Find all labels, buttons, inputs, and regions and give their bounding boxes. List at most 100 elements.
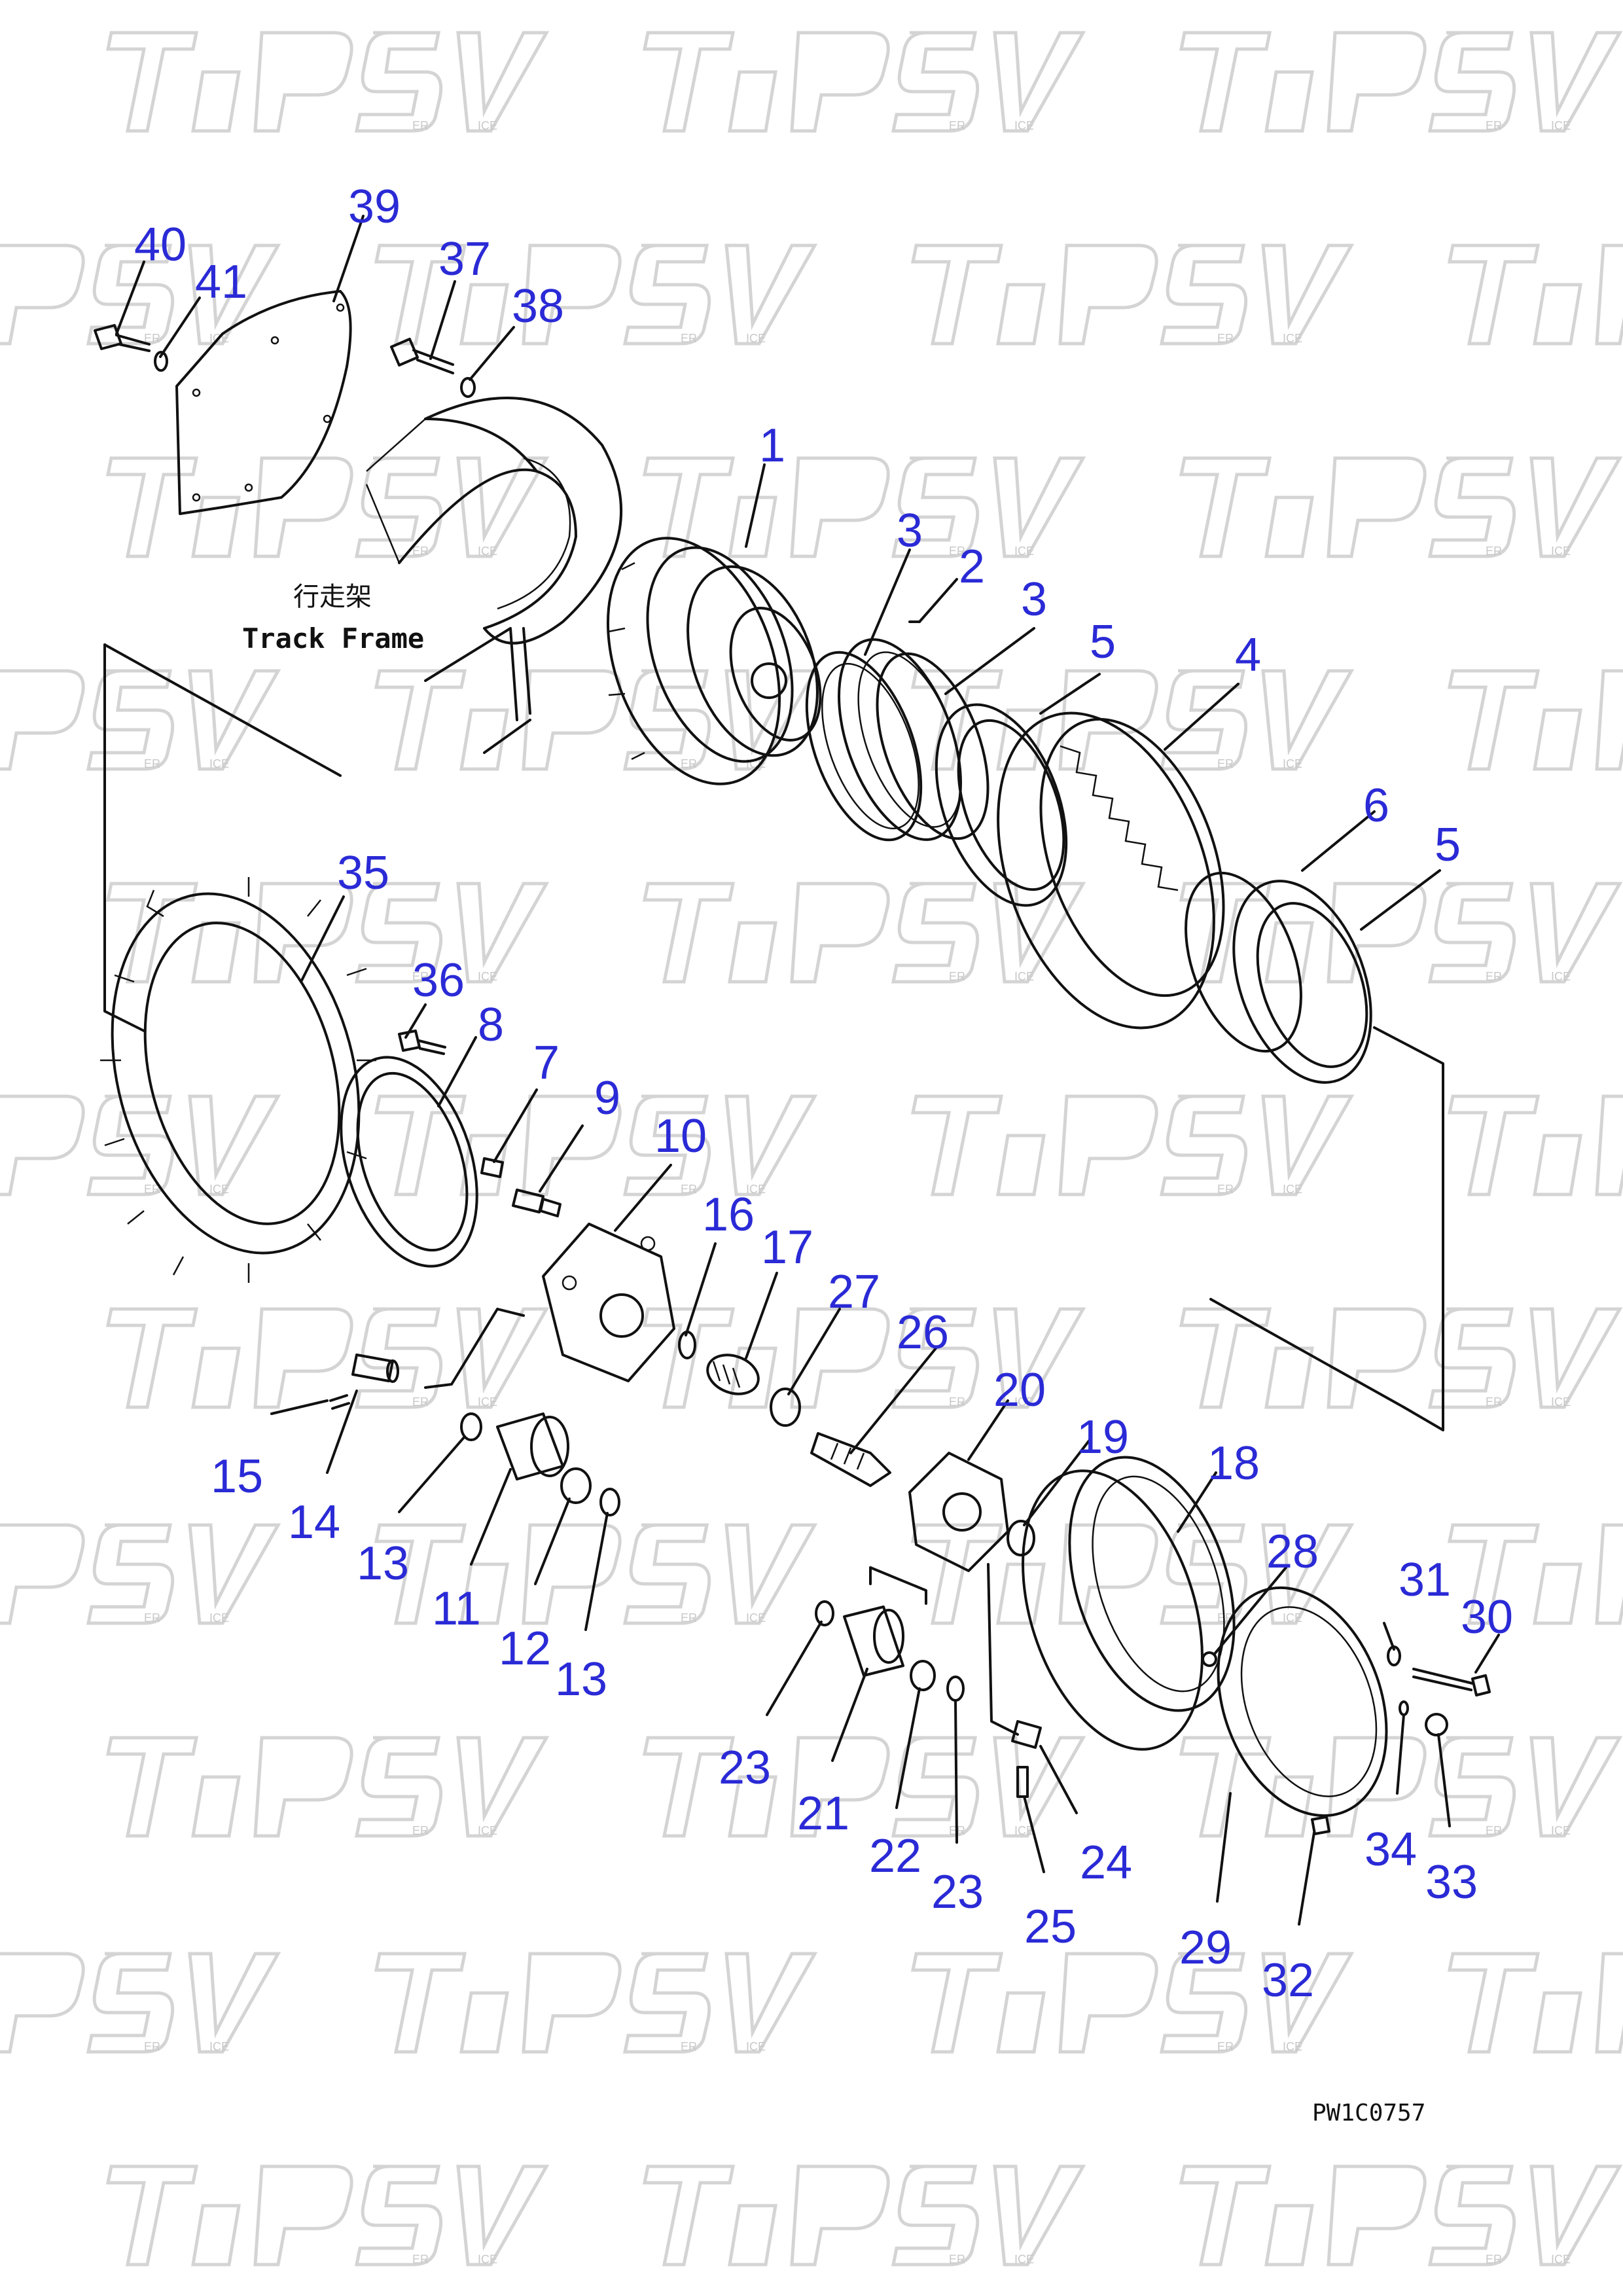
part-20-carrier	[908, 1452, 1009, 1572]
svg-text:ICE: ICE	[1014, 545, 1034, 558]
svg-text:ER: ER	[144, 332, 160, 345]
part-11-planet-gear	[496, 1412, 569, 1480]
part-25-spring-pin	[1016, 1766, 1029, 1798]
svg-text:ICE: ICE	[478, 1395, 497, 1408]
callout-34: 34	[1364, 1823, 1417, 1876]
callout-5-b: 5	[1435, 819, 1461, 871]
part-13-thrust-washer-a	[460, 1412, 482, 1441]
callout-11: 11	[432, 1583, 481, 1635]
callout-35: 35	[337, 847, 389, 899]
part-40-bolt	[94, 324, 151, 352]
svg-text:ER: ER	[412, 545, 429, 558]
svg-text:ICE: ICE	[1014, 119, 1034, 132]
svg-text:ICE: ICE	[209, 2040, 229, 2053]
svg-text:ER: ER	[1217, 757, 1234, 770]
watermark-logo: ER ICE	[374, 1952, 818, 2054]
callout-labels: 1 2 3 3 4 5 5 6 7 8 9 10 11 12 13 13 14 …	[134, 181, 1513, 2007]
callout-24: 24	[1080, 1837, 1132, 1889]
svg-text:ER: ER	[412, 1824, 429, 1837]
svg-text:ICE: ICE	[746, 332, 766, 345]
part-32-bolt	[1311, 1816, 1330, 1835]
svg-text:ICE: ICE	[209, 757, 229, 770]
callout-15: 15	[211, 1450, 263, 1503]
callout-14: 14	[288, 1496, 340, 1549]
leader-lines	[115, 215, 1500, 1926]
part-39-cover-plate	[175, 290, 352, 515]
callout-36: 36	[412, 954, 465, 1007]
part-14-planet-shaft	[351, 1354, 399, 1383]
part-23-thrust-washer-a	[815, 1600, 834, 1626]
svg-text:ICE: ICE	[1283, 2040, 1302, 2053]
svg-text:ER: ER	[1486, 2253, 1502, 2266]
svg-text:ICE: ICE	[746, 2040, 766, 2053]
callout-13-a: 13	[357, 1537, 409, 1590]
callout-31: 31	[1399, 1554, 1451, 1606]
callout-39: 39	[348, 181, 401, 233]
drawing-code: PW1C0757	[1312, 2100, 1425, 2126]
callout-7: 7	[533, 1037, 560, 1089]
callout-4: 4	[1235, 629, 1261, 681]
svg-text:ER: ER	[144, 1611, 160, 1624]
svg-text:ER: ER	[412, 1395, 429, 1408]
watermark-logo: ER ICE	[642, 1307, 1086, 1409]
svg-text:ER: ER	[1486, 119, 1502, 132]
part-24-planet-shaft	[1011, 1720, 1042, 1749]
callout-18: 18	[1207, 1437, 1260, 1490]
part-16-thrust-washer	[678, 1331, 696, 1359]
callout-3-right: 3	[1021, 573, 1047, 626]
callout-32: 32	[1262, 1954, 1314, 2007]
part-33-plug	[1425, 1713, 1448, 1736]
watermark-logo: ER ICE	[105, 882, 550, 984]
svg-text:ER: ER	[681, 2040, 697, 2053]
svg-text:ER: ER	[412, 970, 429, 983]
part-34-o-ring	[1399, 1700, 1409, 1716]
watermark-logo: ER ICE	[105, 1736, 550, 1838]
callout-37: 37	[438, 233, 491, 285]
callout-27: 27	[828, 1266, 880, 1318]
part-38-washer	[460, 377, 476, 398]
callout-9: 9	[594, 1072, 620, 1124]
part-17-needle-bearing	[706, 1354, 760, 1395]
svg-text:ER: ER	[949, 2253, 965, 2266]
part-5-bearing-a	[935, 703, 1068, 907]
callout-28: 28	[1266, 1526, 1319, 1578]
svg-text:ICE: ICE	[478, 1824, 497, 1837]
part-9-bolt	[512, 1189, 562, 1217]
callout-17: 17	[761, 1221, 813, 1274]
svg-text:ICE: ICE	[1283, 757, 1302, 770]
part-29-cover	[1217, 1586, 1388, 1818]
part-26-sun-gear	[810, 1432, 891, 1487]
callout-25: 25	[1024, 1901, 1077, 1953]
callout-30: 30	[1461, 1591, 1513, 1643]
part-19-thrust-washer	[1007, 1520, 1035, 1556]
svg-text:ICE: ICE	[1551, 970, 1571, 983]
part-35-sprocket	[100, 877, 376, 1283]
svg-text:ER: ER	[1486, 1395, 1502, 1408]
svg-text:ICE: ICE	[478, 970, 497, 983]
callout-3-left: 3	[897, 505, 923, 557]
part-7-lock-plate	[480, 1157, 504, 1178]
svg-text:ICE: ICE	[209, 1183, 229, 1196]
svg-text:ER: ER	[1217, 1183, 1234, 1196]
part-22-needle-bearing	[910, 1660, 936, 1691]
svg-text:ICE: ICE	[1014, 1395, 1034, 1408]
assembly-guide-lines	[103, 643, 1444, 1736]
part-10-carrier	[542, 1223, 675, 1382]
callout-1: 1	[759, 420, 785, 472]
callout-23-a: 23	[719, 1742, 771, 1794]
svg-text:ER: ER	[949, 1395, 965, 1408]
svg-text:ICE: ICE	[1014, 970, 1034, 983]
